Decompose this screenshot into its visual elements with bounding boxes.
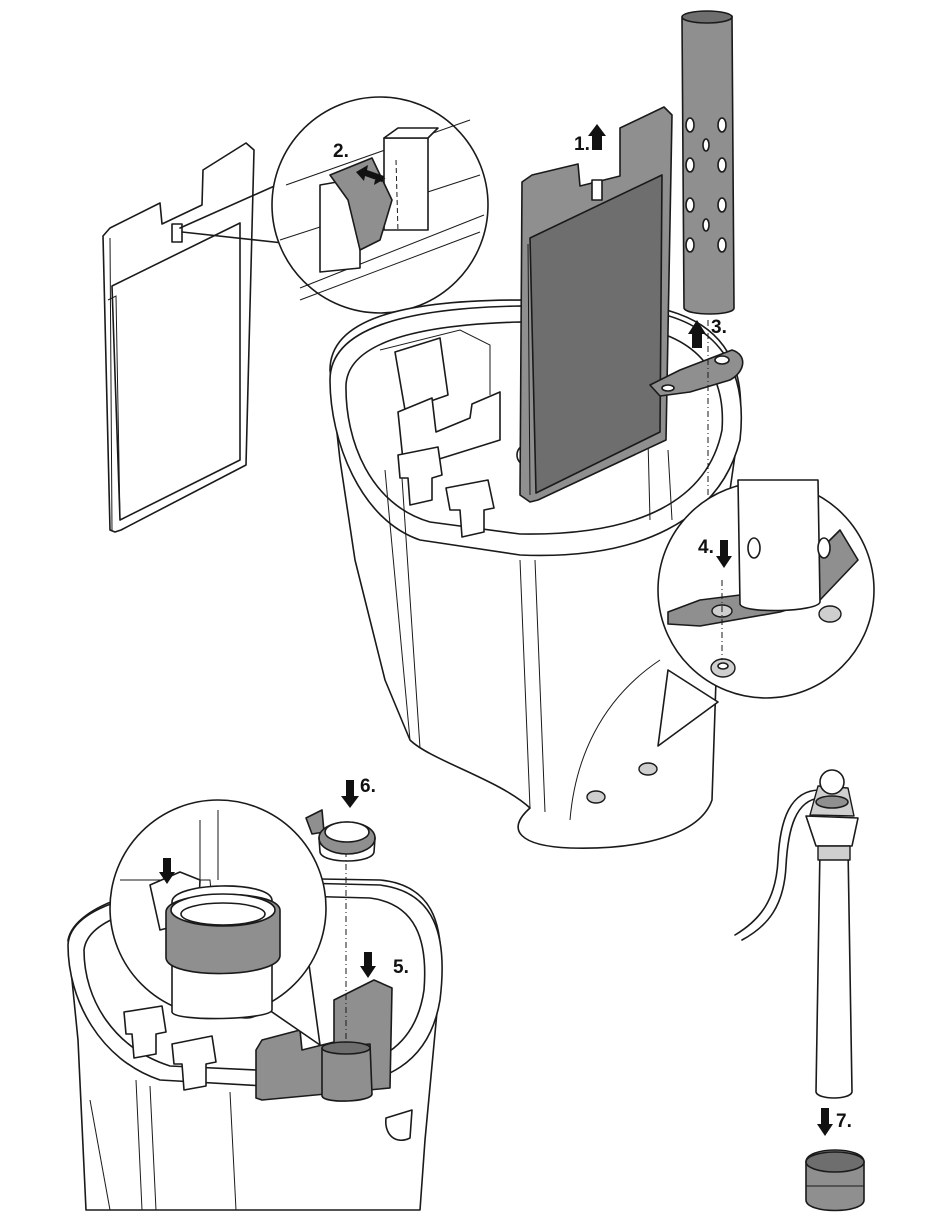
step-5-label: 5. xyxy=(393,957,409,978)
hole-1 xyxy=(586,790,606,804)
step-3: 3. xyxy=(688,317,727,348)
clip-left xyxy=(397,446,443,506)
detail-magnifier-ring xyxy=(109,799,327,1046)
detail-magnifier-4 xyxy=(657,479,875,747)
double-arrow-icon xyxy=(356,165,384,182)
lifted-filter-panel xyxy=(519,106,673,503)
step-2-label: 2. xyxy=(333,141,349,162)
up-arrow-icon xyxy=(688,320,706,348)
up-arrow-icon xyxy=(588,124,606,150)
down-arrow-icon xyxy=(716,540,732,568)
down-arrow-icon xyxy=(360,952,376,978)
step-7-label: 7. xyxy=(836,1111,852,1132)
perforated-tube xyxy=(681,10,735,315)
arrow-head-icon xyxy=(374,178,386,185)
step-7: 7. xyxy=(817,1108,852,1136)
step-2: 2. xyxy=(333,141,386,185)
step-5: 5. xyxy=(159,858,409,978)
tube-holder-plate xyxy=(649,320,744,500)
step-6: 6. xyxy=(341,776,376,808)
ring-clip xyxy=(305,809,376,862)
step-4: 4. xyxy=(698,537,732,568)
step-1-label: 1. xyxy=(574,134,590,155)
clip-right xyxy=(445,479,495,538)
clip-right-bottom xyxy=(171,1035,217,1091)
clip-left-bottom xyxy=(123,1005,167,1059)
heater-cap xyxy=(805,1149,865,1212)
detail-magnifier-2 xyxy=(179,96,489,314)
step-4-label: 4. xyxy=(698,537,714,558)
down-arrow-icon xyxy=(817,1108,833,1136)
step-3-label: 3. xyxy=(711,317,727,338)
heater xyxy=(734,769,859,1099)
down-arrow-icon xyxy=(159,858,175,884)
down-arrow-icon xyxy=(341,780,359,808)
step-6-label: 6. xyxy=(360,776,376,797)
hole-2 xyxy=(638,762,658,776)
removed-filter-panel xyxy=(102,142,255,533)
step-1: 1. xyxy=(574,124,606,155)
